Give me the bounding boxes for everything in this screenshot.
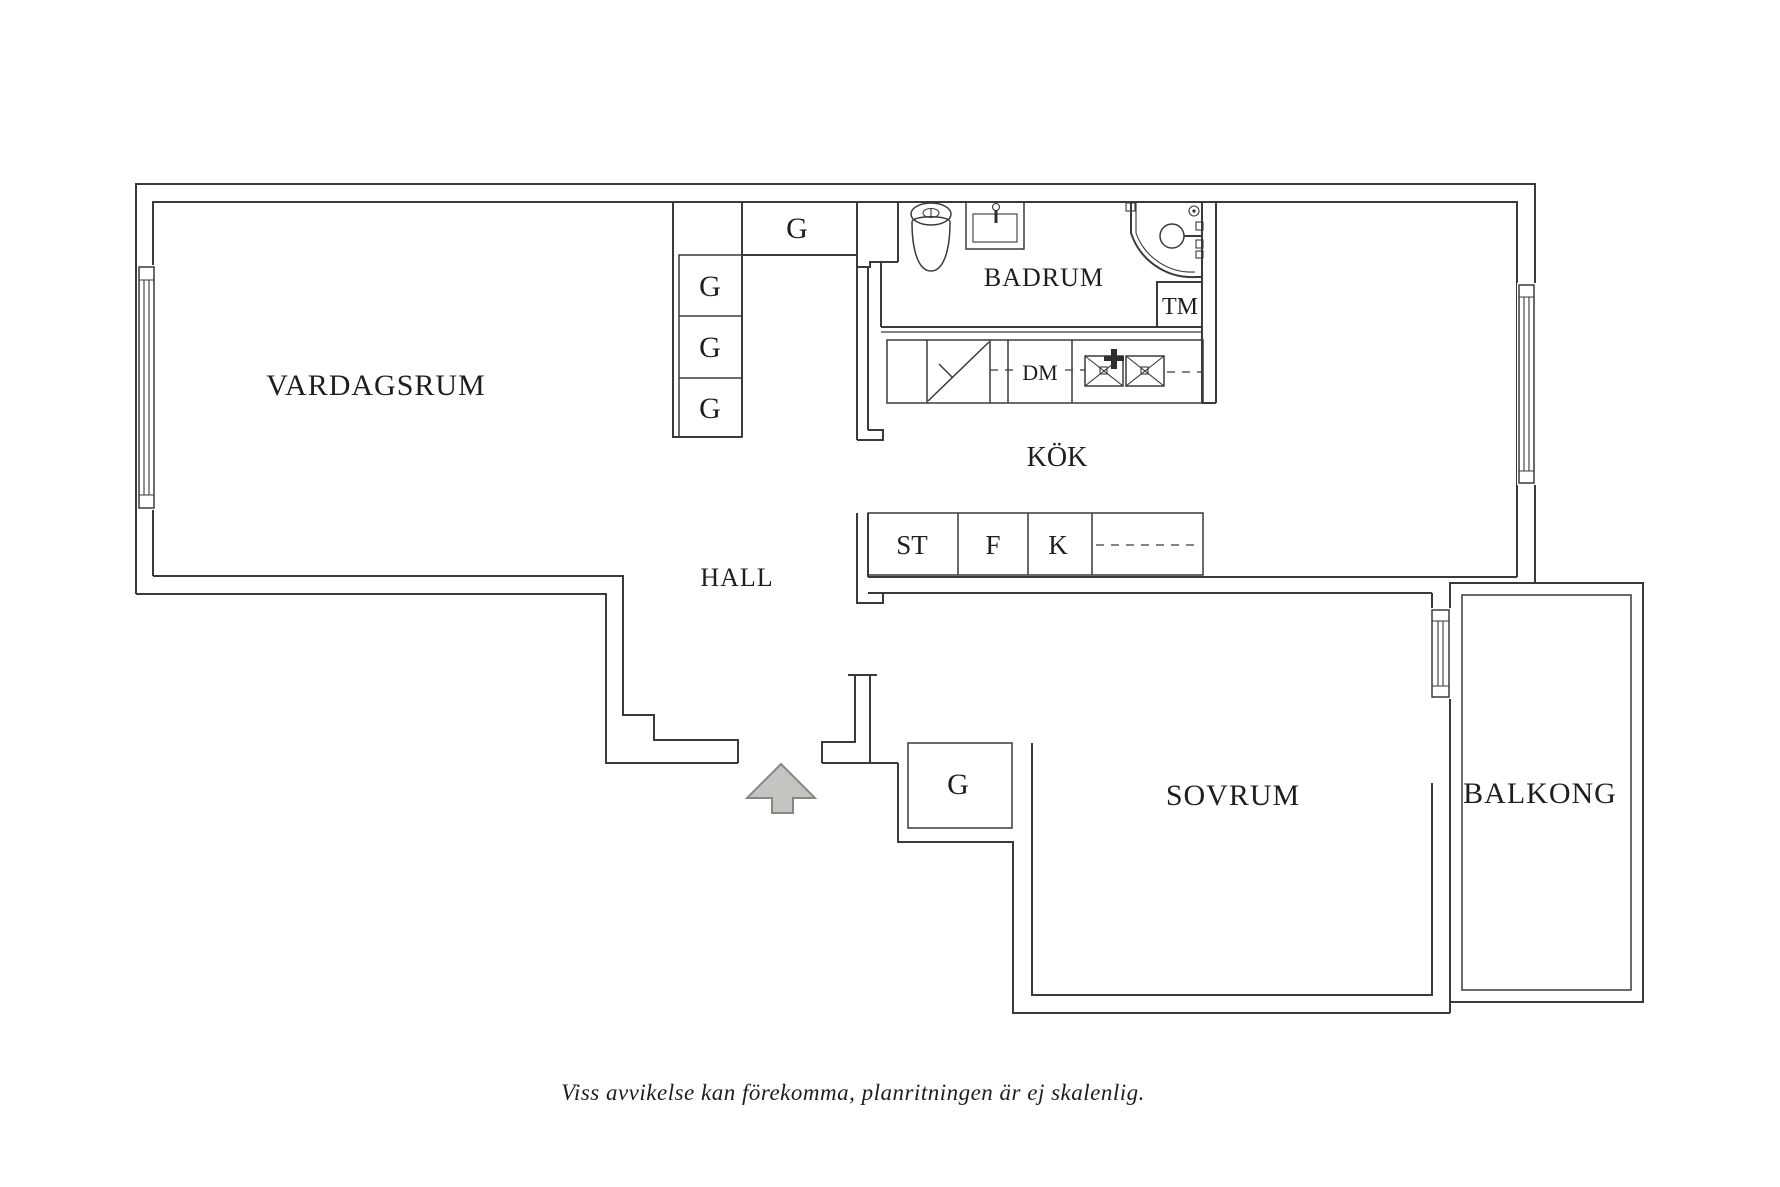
- balcony-inner: [1461, 594, 1632, 991]
- washing-machine-box: [1156, 281, 1202, 327]
- label-wardrobe-2: G: [699, 331, 721, 364]
- wardrobe-stack-box: [678, 254, 743, 438]
- bedroom-inner: [868, 576, 1517, 996]
- label-wardrobe-1: G: [699, 270, 721, 303]
- label-fridge: K: [1048, 530, 1068, 560]
- window-bedroom: [1430, 608, 1451, 699]
- bedroom-west-south-outer: [897, 763, 1451, 1014]
- livingroom-bottom-outer: [136, 593, 738, 764]
- livingroom-bottom-inner: [153, 575, 739, 763]
- toilet-icon: [910, 202, 952, 272]
- entrance-arrow-icon: [744, 762, 818, 814]
- shower-icon: [1125, 202, 1204, 279]
- wardrobes: [678, 254, 1013, 829]
- label-kitchen: KÖK: [1027, 442, 1088, 473]
- bathroom-fixtures: [910, 201, 1204, 327]
- balcony-outer: [1449, 582, 1644, 1003]
- window-kitchen-room: [1517, 283, 1537, 485]
- label-freezer: F: [985, 530, 1000, 560]
- disclaimer-text: Viss avvikelse kan förekomma, planritnin…: [561, 1080, 1145, 1105]
- label-balcony: BALKONG: [1463, 777, 1617, 810]
- stove-diagonal: [927, 341, 990, 402]
- balcony: [1449, 582, 1644, 1003]
- label-pantry: ST: [896, 530, 928, 560]
- entrance-right-wall: [821, 674, 898, 764]
- label-hall: HALL: [700, 563, 773, 592]
- wardrobe-entrance-box: [907, 742, 1013, 829]
- label-wardrobe-3: G: [699, 392, 721, 425]
- label-washing-machine: TM: [1162, 294, 1198, 320]
- label-bedroom: SOVRUM: [1166, 779, 1300, 812]
- label-wardrobe-entrance: G: [947, 768, 969, 801]
- dm-label-mask: [1018, 361, 1062, 381]
- kitchen-sink-icon: [1084, 349, 1165, 387]
- label-wardrobe-top: G: [786, 212, 808, 245]
- label-dishwasher: DM: [1022, 360, 1057, 385]
- counter-wall-stub: [856, 513, 884, 604]
- windows: [137, 265, 1537, 699]
- label-bathroom: BADRUM: [984, 263, 1104, 292]
- bathroom-walls: [880, 202, 1217, 404]
- kitchen-lower-counter: [867, 512, 1204, 576]
- hall-kitchen-wall: [856, 202, 899, 441]
- label-living-room: VARDAGSRUM: [266, 369, 486, 402]
- sink-icon: [965, 201, 1025, 250]
- labels: VARDAGSRUM G G G G BADRUM TM DM KÖK ST F…: [266, 212, 1617, 1105]
- kitchen-upper-counter: [886, 339, 1204, 404]
- walls: [135, 183, 1536, 1014]
- window-living-room: [137, 265, 157, 510]
